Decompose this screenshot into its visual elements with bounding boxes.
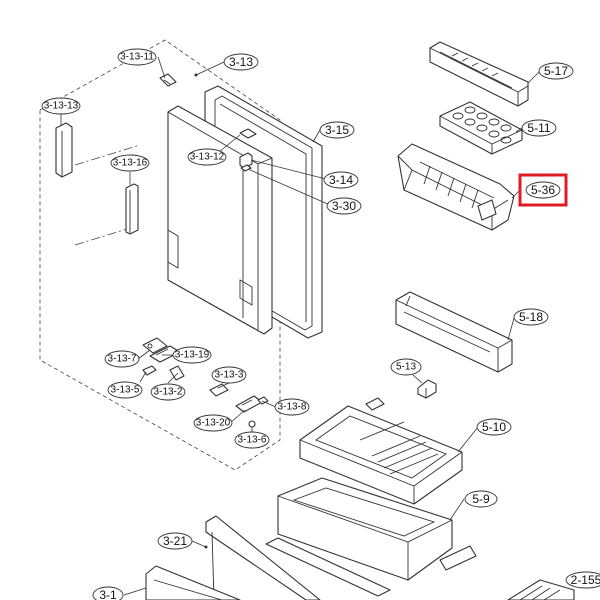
label-5-17: 5-17 bbox=[544, 64, 568, 78]
callout-3-13-16: 3-13-16 bbox=[110, 154, 150, 172]
callout-5-9: 5-9 bbox=[464, 490, 498, 508]
door-clips-top bbox=[239, 128, 257, 172]
callout-3-30: 3-30 bbox=[326, 197, 362, 215]
drawer-rails bbox=[265, 537, 477, 597]
label-3-1: 3-1 bbox=[99, 588, 117, 600]
bracket-3-13-13 bbox=[55, 122, 73, 178]
callout-3-15: 3-15 bbox=[319, 121, 355, 139]
label-3-14: 3-14 bbox=[329, 173, 353, 187]
callout-5-36-highlighted: 5-36 bbox=[518, 173, 568, 207]
egg-tray-5-11 bbox=[439, 101, 523, 155]
label-3-13-20: 3-13-20 bbox=[196, 418, 231, 429]
label-3-13-16: 3-13-16 bbox=[113, 158, 148, 169]
label-3-13-3: 3-13-3 bbox=[215, 370, 244, 381]
label-3-13-13: 3-13-13 bbox=[44, 101, 79, 112]
label-5-36: 5-36 bbox=[531, 183, 555, 197]
leader-lines bbox=[60, 56, 541, 596]
door-bin-5-17 bbox=[429, 41, 529, 107]
label-3-13-11: 3-13-11 bbox=[120, 52, 154, 63]
callout-5-11: 5-11 bbox=[521, 119, 557, 137]
label-5-9: 5-9 bbox=[472, 492, 490, 506]
callout-3-13-11: 3-13-11 bbox=[117, 48, 157, 66]
panel-2-155 bbox=[507, 579, 575, 600]
door-bin-5-18 bbox=[395, 291, 513, 373]
bin-5-36 bbox=[397, 143, 515, 231]
callout-3-13-13: 3-13-13 bbox=[41, 97, 81, 115]
label-5-11: 5-11 bbox=[527, 121, 550, 135]
callout-3-13-5: 3-13-5 bbox=[107, 381, 143, 399]
callout-3-21: 3-21 bbox=[157, 532, 193, 550]
label-3-13-8: 3-13-8 bbox=[278, 402, 307, 413]
callout-3-13-19: 3-13-19 bbox=[172, 346, 212, 364]
label-2-155: 2-155 bbox=[571, 573, 600, 587]
freezer-gasket-3-21 bbox=[205, 515, 321, 600]
callout-5-10: 5-10 bbox=[476, 418, 512, 436]
callout-3-14: 3-14 bbox=[323, 171, 359, 189]
label-3-13-7: 3-13-7 bbox=[108, 354, 137, 365]
callout-3-13-3: 3-13-3 bbox=[211, 366, 247, 384]
handle-3-13-16 bbox=[125, 183, 139, 235]
callout-3-13-20: 3-13-20 bbox=[193, 414, 233, 432]
label-3-21: 3-21 bbox=[163, 534, 187, 548]
callout-5-17: 5-17 bbox=[538, 62, 574, 80]
label-5-10: 5-10 bbox=[482, 420, 506, 434]
label-3-13-19: 3-13-19 bbox=[175, 350, 210, 361]
callout-3-1: 3-1 bbox=[92, 586, 124, 600]
callout-2-155: 2-155 bbox=[565, 571, 600, 589]
part-5-13 bbox=[417, 379, 437, 399]
callout-3-13-7: 3-13-7 bbox=[104, 350, 140, 368]
hinge-part-3-13-11 bbox=[159, 73, 177, 87]
callout-5-13: 5-13 bbox=[390, 358, 422, 376]
freezer-door-3-1 bbox=[145, 565, 241, 600]
label-5-13: 5-13 bbox=[396, 362, 416, 373]
label-3-30: 3-30 bbox=[332, 199, 356, 213]
label-3-13-6: 3-13-6 bbox=[238, 435, 267, 446]
callout-3-13-2: 3-13-2 bbox=[150, 383, 186, 401]
crisper-tray-5-10 bbox=[299, 397, 463, 505]
callout-3-13-6: 3-13-6 bbox=[234, 431, 270, 449]
label-5-18: 5-18 bbox=[519, 310, 543, 324]
label-3-13: 3-13 bbox=[229, 55, 253, 69]
callout-3-13-12: 3-13-12 bbox=[187, 148, 227, 166]
label-3-13-12: 3-13-12 bbox=[190, 152, 225, 163]
callout-5-18: 5-18 bbox=[513, 308, 549, 326]
callout-3-13-8: 3-13-8 bbox=[274, 398, 310, 416]
label-3-15: 3-15 bbox=[325, 123, 349, 137]
label-3-13-5: 3-13-5 bbox=[111, 385, 140, 396]
callout-3-13: 3-13 bbox=[223, 53, 259, 71]
label-3-13-2: 3-13-2 bbox=[154, 387, 183, 398]
drawer-5-9 bbox=[277, 477, 453, 581]
